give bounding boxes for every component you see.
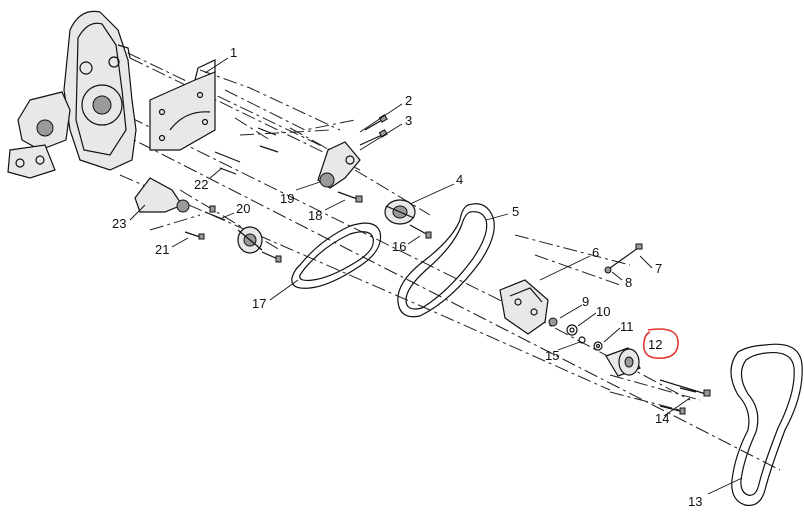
part-3-bolt bbox=[359, 129, 388, 146]
part-11-washer bbox=[593, 341, 603, 351]
part-22-studs bbox=[214, 127, 279, 175]
callout-10: 10 bbox=[596, 304, 610, 319]
callout-11: 11 bbox=[620, 319, 634, 334]
part-18-bolt bbox=[337, 191, 363, 203]
part-13-belt bbox=[730, 343, 803, 507]
part-2-bolt bbox=[364, 114, 388, 131]
part-8-washer bbox=[604, 266, 612, 274]
callout-12: 12 bbox=[648, 337, 662, 352]
engine-front-housing bbox=[7, 10, 137, 179]
callout-labels: 1 2 3 4 5 6 7 8 9 10 11 12 13 14 15 16 1… bbox=[112, 45, 702, 509]
part-7-bolt bbox=[609, 243, 643, 269]
part-6-bracket bbox=[499, 279, 549, 335]
part-12-idler-pulley bbox=[605, 347, 641, 377]
callout-18: 18 bbox=[308, 208, 322, 223]
part-15-spacer bbox=[578, 336, 586, 344]
part-17-belt bbox=[291, 222, 382, 289]
callout-8: 8 bbox=[625, 275, 632, 290]
part-5-belt bbox=[397, 203, 495, 318]
callout-7: 7 bbox=[655, 261, 662, 276]
callout-16: 16 bbox=[392, 239, 406, 254]
callout-3: 3 bbox=[405, 113, 412, 128]
callout-14: 14 bbox=[655, 411, 669, 426]
part-1-mounting-plate bbox=[149, 59, 216, 151]
callout-15: 15 bbox=[545, 348, 559, 363]
callout-2: 2 bbox=[405, 93, 412, 108]
part-21-bolt bbox=[184, 231, 205, 240]
part-19-tensioner-bracket bbox=[317, 141, 361, 189]
part-20-spacer-bolt bbox=[261, 251, 282, 263]
part-4-idler-pulley bbox=[384, 199, 416, 225]
part-16-bolt bbox=[409, 224, 432, 239]
callout-4: 4 bbox=[456, 172, 463, 187]
callout-21: 21 bbox=[155, 242, 169, 257]
callout-5: 5 bbox=[512, 204, 519, 219]
part-9-nut bbox=[548, 317, 558, 327]
part-10-washer bbox=[566, 324, 578, 336]
callout-23: 23 bbox=[112, 216, 126, 231]
part-14-bolts bbox=[659, 379, 711, 415]
callout-17: 17 bbox=[252, 296, 266, 311]
callout-6: 6 bbox=[592, 245, 599, 260]
callout-1: 1 bbox=[230, 45, 237, 60]
leader-lines bbox=[129, 57, 743, 495]
part-23-bracket bbox=[134, 177, 190, 213]
callout-22: 22 bbox=[194, 177, 208, 192]
callout-13: 13 bbox=[688, 494, 702, 509]
callout-12-highlight-ring bbox=[642, 328, 679, 359]
part-20-pulley bbox=[204, 205, 263, 254]
callout-20: 20 bbox=[236, 201, 250, 216]
callout-19: 19 bbox=[280, 191, 294, 206]
callout-9: 9 bbox=[582, 294, 589, 309]
